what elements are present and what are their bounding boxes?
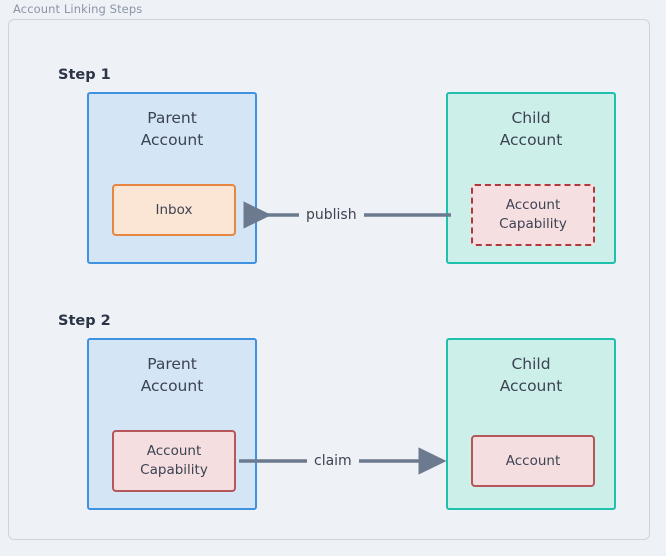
step-1-parent-account-box[interactable]: Parent Account Inbox <box>87 92 257 264</box>
step-1-label: Step 1 <box>58 67 111 83</box>
step-1-parent-account-title: Parent Account <box>140 109 204 149</box>
step-2-account-capability-box[interactable]: Account Capability <box>112 430 236 492</box>
step-1-child-account-title: Child Account <box>499 109 563 149</box>
step-1-child-account-box[interactable]: Child Account Account Capability <box>446 92 616 264</box>
step-2-parent-account-title: Parent Account <box>140 355 204 395</box>
figure-caption: Account Linking Steps <box>13 2 143 16</box>
step-2-child-account-title: Child Account <box>499 355 563 395</box>
step-1-account-capability-box[interactable]: Account Capability <box>471 184 595 246</box>
step-2-account-box[interactable]: Account <box>471 435 595 487</box>
step-1-inbox-box[interactable]: Inbox <box>112 184 236 236</box>
step-2-child-account-box[interactable]: Child Account Account <box>446 338 616 510</box>
figure-frame: Step 1 Parent Account Inbox Child Accoun… <box>8 19 650 540</box>
step-2-label: Step 2 <box>58 313 111 329</box>
step-2-parent-account-box[interactable]: Parent Account Account Capability <box>87 338 257 510</box>
publish-edge-label: publish <box>299 207 364 223</box>
claim-edge-label: claim <box>307 453 359 469</box>
